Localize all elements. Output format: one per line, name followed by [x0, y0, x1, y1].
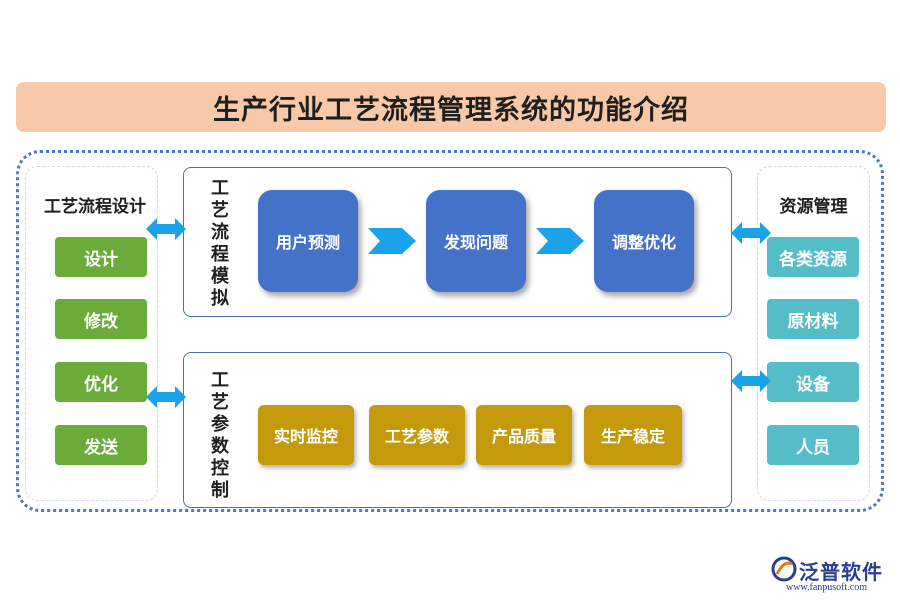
page-title-text: 生产行业工艺流程管理系统的功能介绍 [213, 94, 689, 126]
double-arrow-icon [731, 222, 771, 244]
double-arrow-icon [146, 386, 186, 408]
outer-frame [16, 150, 884, 512]
left-column [25, 166, 158, 501]
control-item-monitoring[interactable]: 实时监控 [258, 405, 354, 465]
logo-name: 泛普软件 [799, 560, 883, 584]
control-item-parameters[interactable]: 工艺参数 [369, 405, 465, 465]
logo-url: www.fanpusoft.com [786, 582, 868, 593]
left-item-optimize[interactable]: 优化 [55, 362, 147, 402]
control-item-stability[interactable]: 生产稳定 [584, 405, 682, 465]
control-panel-label: 工艺参数控制 [211, 370, 229, 501]
step-user-forecast[interactable]: 用户预测 [258, 190, 358, 292]
fanpu-logo-icon [771, 556, 797, 582]
right-item-materials[interactable]: 原材料 [767, 299, 859, 339]
right-item-personnel[interactable]: 人员 [767, 425, 859, 465]
left-item-modify[interactable]: 修改 [55, 299, 147, 339]
left-item-design[interactable]: 设计 [55, 237, 147, 277]
double-arrow-icon [731, 370, 771, 392]
control-item-quality[interactable]: 产品质量 [476, 405, 572, 465]
right-item-resources[interactable]: 各类资源 [767, 237, 859, 277]
page-title: 生产行业工艺流程管理系统的功能介绍 [16, 82, 886, 132]
double-arrow-icon [146, 218, 186, 240]
left-item-send[interactable]: 发送 [55, 425, 147, 465]
simulation-panel-label: 工艺流程模拟 [211, 178, 229, 309]
right-column [757, 166, 870, 501]
right-item-equipment[interactable]: 设备 [767, 362, 859, 402]
step-adjust-optimize[interactable]: 调整优化 [594, 190, 694, 292]
chevron-arrow-icon [368, 228, 416, 254]
left-column-title: 工艺流程设计 [44, 197, 146, 217]
step-find-problem[interactable]: 发现问题 [426, 190, 526, 292]
right-column-title: 资源管理 [779, 197, 848, 217]
chevron-arrow-icon [536, 228, 584, 254]
